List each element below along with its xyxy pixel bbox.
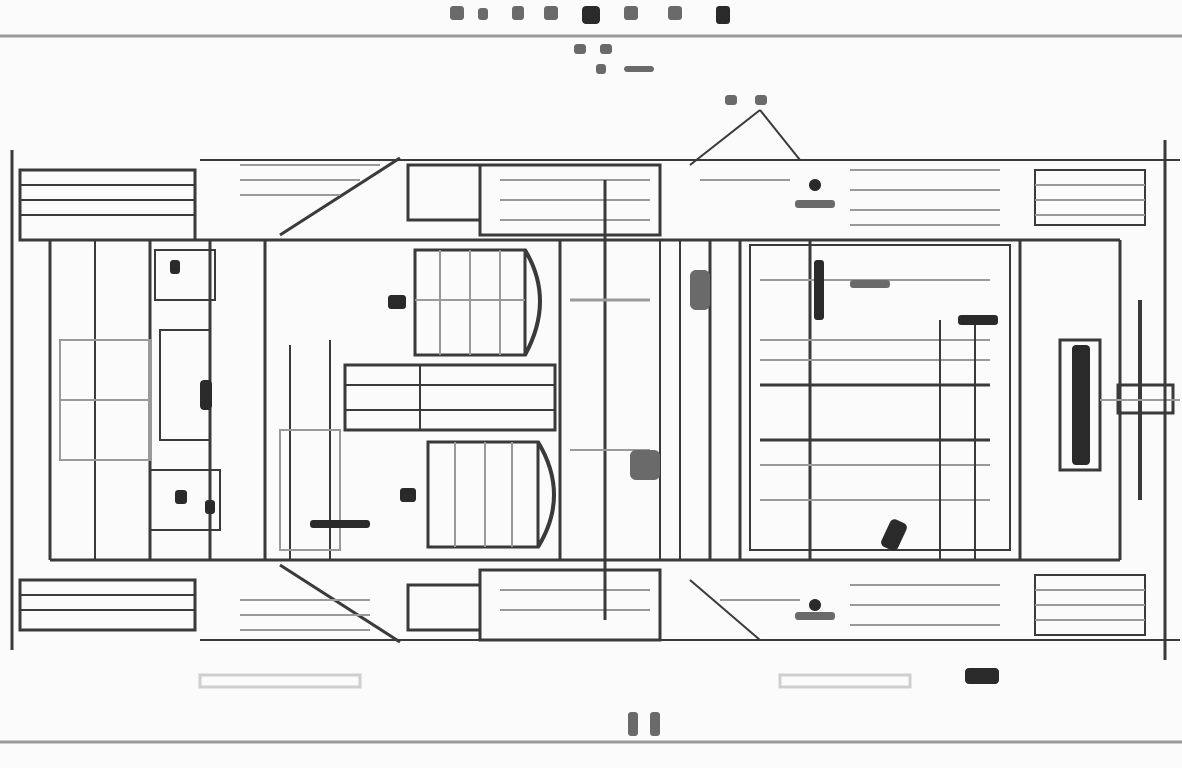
center-slide-bars [279,340,557,560]
right-axle-assembly [1058,300,1180,500]
lower-rail-hatching [240,584,1000,631]
main-frame-outline [48,159,1180,641]
cylinder-lower [400,440,556,549]
frame-diagonals [279,109,801,644]
right-frame-section [749,240,1022,560]
middle-cross-members [558,180,742,620]
bottom-dimension-row [198,668,999,736]
upper-rail-hatching [240,164,1000,226]
top-title-marks [450,6,730,74]
dimension-marks [725,95,835,620]
upper-side-boxes [406,163,662,642]
right-buffer-beam [1034,140,1167,660]
cylinder-upper [388,248,542,357]
left-axle-assembly [59,240,267,560]
